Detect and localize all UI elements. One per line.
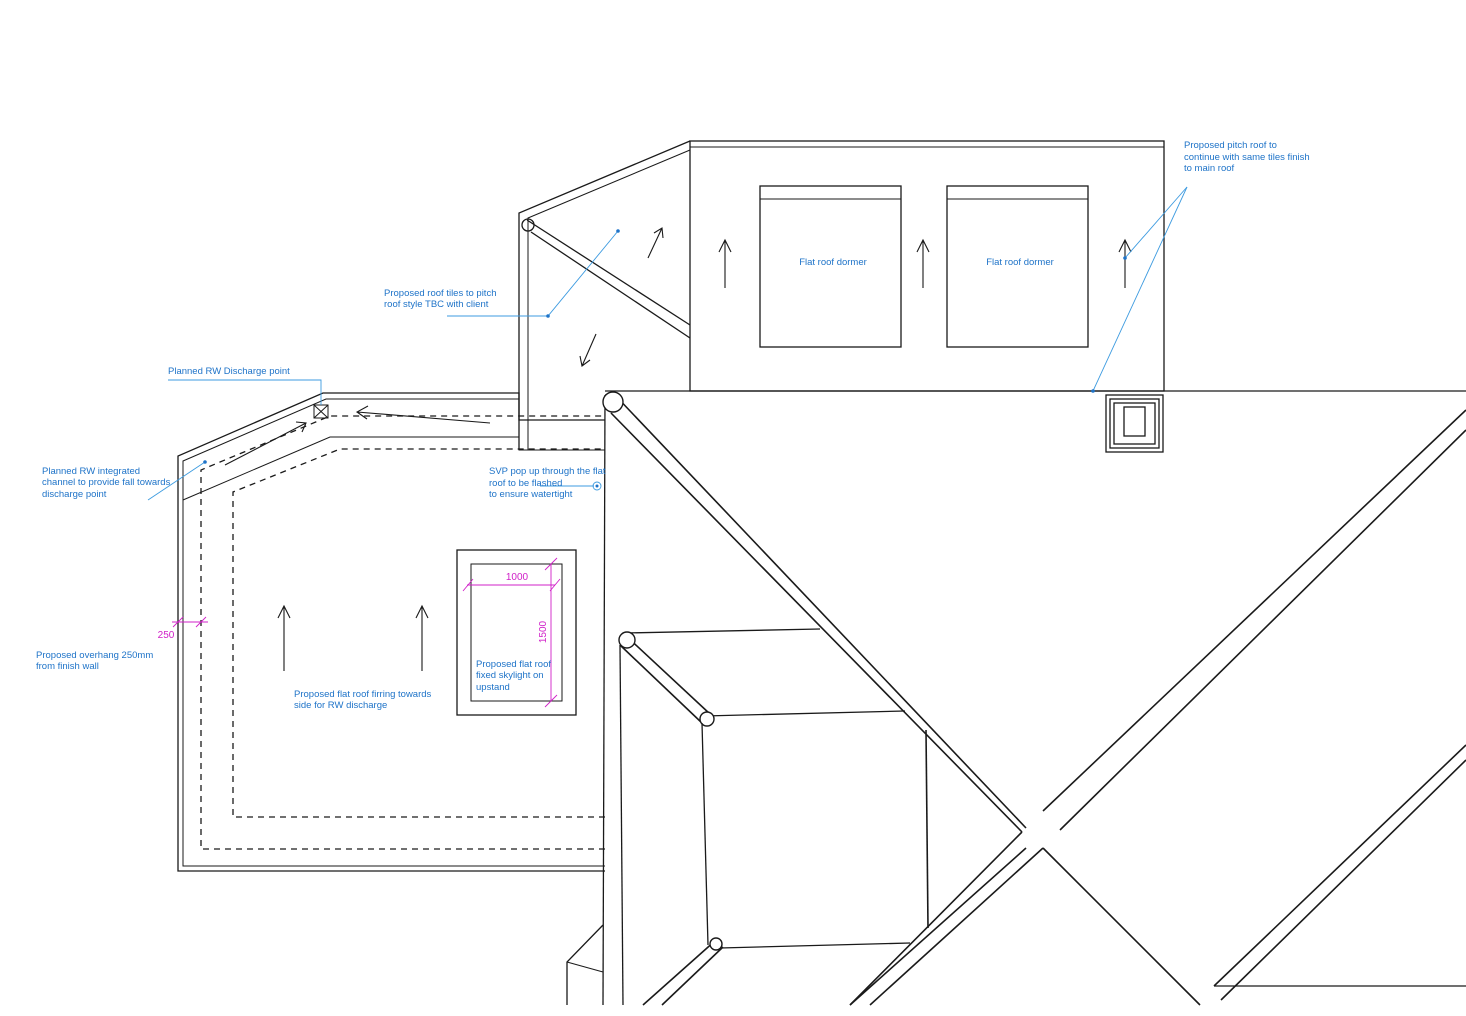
note-rw-discharge-line-1: Planned RW Discharge point	[168, 366, 290, 377]
note-rw-channel-line-2: channel to provide fall towards	[42, 477, 171, 488]
note-skylight-line-2: fixed skylight on	[476, 670, 544, 681]
note-roof-tiles: Proposed roof tiles to pitch roof style …	[384, 288, 496, 310]
note-pitch-roof-line-1: Proposed pitch roof to	[1184, 140, 1277, 151]
main-hip-roof	[602, 390, 1466, 1006]
note-skylight-line-1: Proposed flat roof	[476, 659, 551, 670]
note-flat-roof: Proposed flat roof firring towards side …	[294, 689, 432, 711]
note-flat-roof-line-2: side for RW discharge	[294, 700, 387, 711]
note-pitch-roof: Proposed pitch roof to continue with sam…	[1184, 140, 1310, 174]
note-rw-channel: Planned RW integrated channel to provide…	[42, 466, 171, 500]
note-roof-tiles-line-1: Proposed roof tiles to pitch	[384, 288, 496, 299]
flat-roof-dormer-1: Flat roof dormer	[759, 185, 902, 348]
note-overhang-line-2: from finish wall	[36, 661, 99, 672]
note-pitch-roof-line-3: to main roof	[1184, 163, 1235, 174]
overhang-dimension: 250	[158, 616, 208, 641]
note-rw-discharge: Planned RW Discharge point	[168, 366, 290, 377]
lower-gable-roof	[566, 628, 911, 1006]
fixed-skylight	[456, 549, 577, 716]
note-svp-line-3: to ensure watertight	[489, 489, 573, 500]
note-svp-line-1: SVP pop up through the flat	[489, 466, 606, 477]
dormer-roof-block	[689, 140, 1165, 392]
note-rw-channel-line-1: Planned RW integrated	[42, 466, 140, 477]
annotation-leaders	[147, 186, 1188, 501]
note-flat-roof-line-1: Proposed flat roof firring towards	[294, 689, 432, 700]
note-rw-channel-line-3: discharge point	[42, 489, 107, 500]
side-pitch-roof	[518, 140, 691, 450]
note-skylight: Proposed flat roof fixed skylight on ups…	[476, 659, 551, 693]
pitch-direction-arrows	[718, 238, 1132, 288]
note-roof-tiles-line-2: roof style TBC with client	[384, 299, 489, 310]
skylight-width-dim: 1000	[506, 572, 529, 583]
note-skylight-line-3: upstand	[476, 682, 510, 693]
skylight-dimensions: 1000 1500	[462, 557, 561, 708]
overhang-dim: 250	[158, 630, 175, 641]
skylight-length-dim: 1500	[538, 620, 549, 643]
note-svp-line-2: roof to be flashed	[489, 478, 562, 489]
dormer-2-label: Flat roof dormer	[986, 257, 1054, 268]
note-overhang-line-1: Proposed overhang 250mm	[36, 650, 153, 661]
roof-vent-unit	[1105, 394, 1164, 453]
flat-roof-dormer-2: Flat roof dormer	[946, 185, 1089, 348]
dormer-1-label: Flat roof dormer	[799, 257, 867, 268]
note-pitch-roof-line-2: continue with same tiles finish	[1184, 152, 1310, 163]
note-overhang: Proposed overhang 250mm from finish wall	[36, 650, 153, 672]
note-svp: SVP pop up through the flat roof to be f…	[489, 466, 606, 500]
flat-roof-extension	[177, 392, 605, 872]
